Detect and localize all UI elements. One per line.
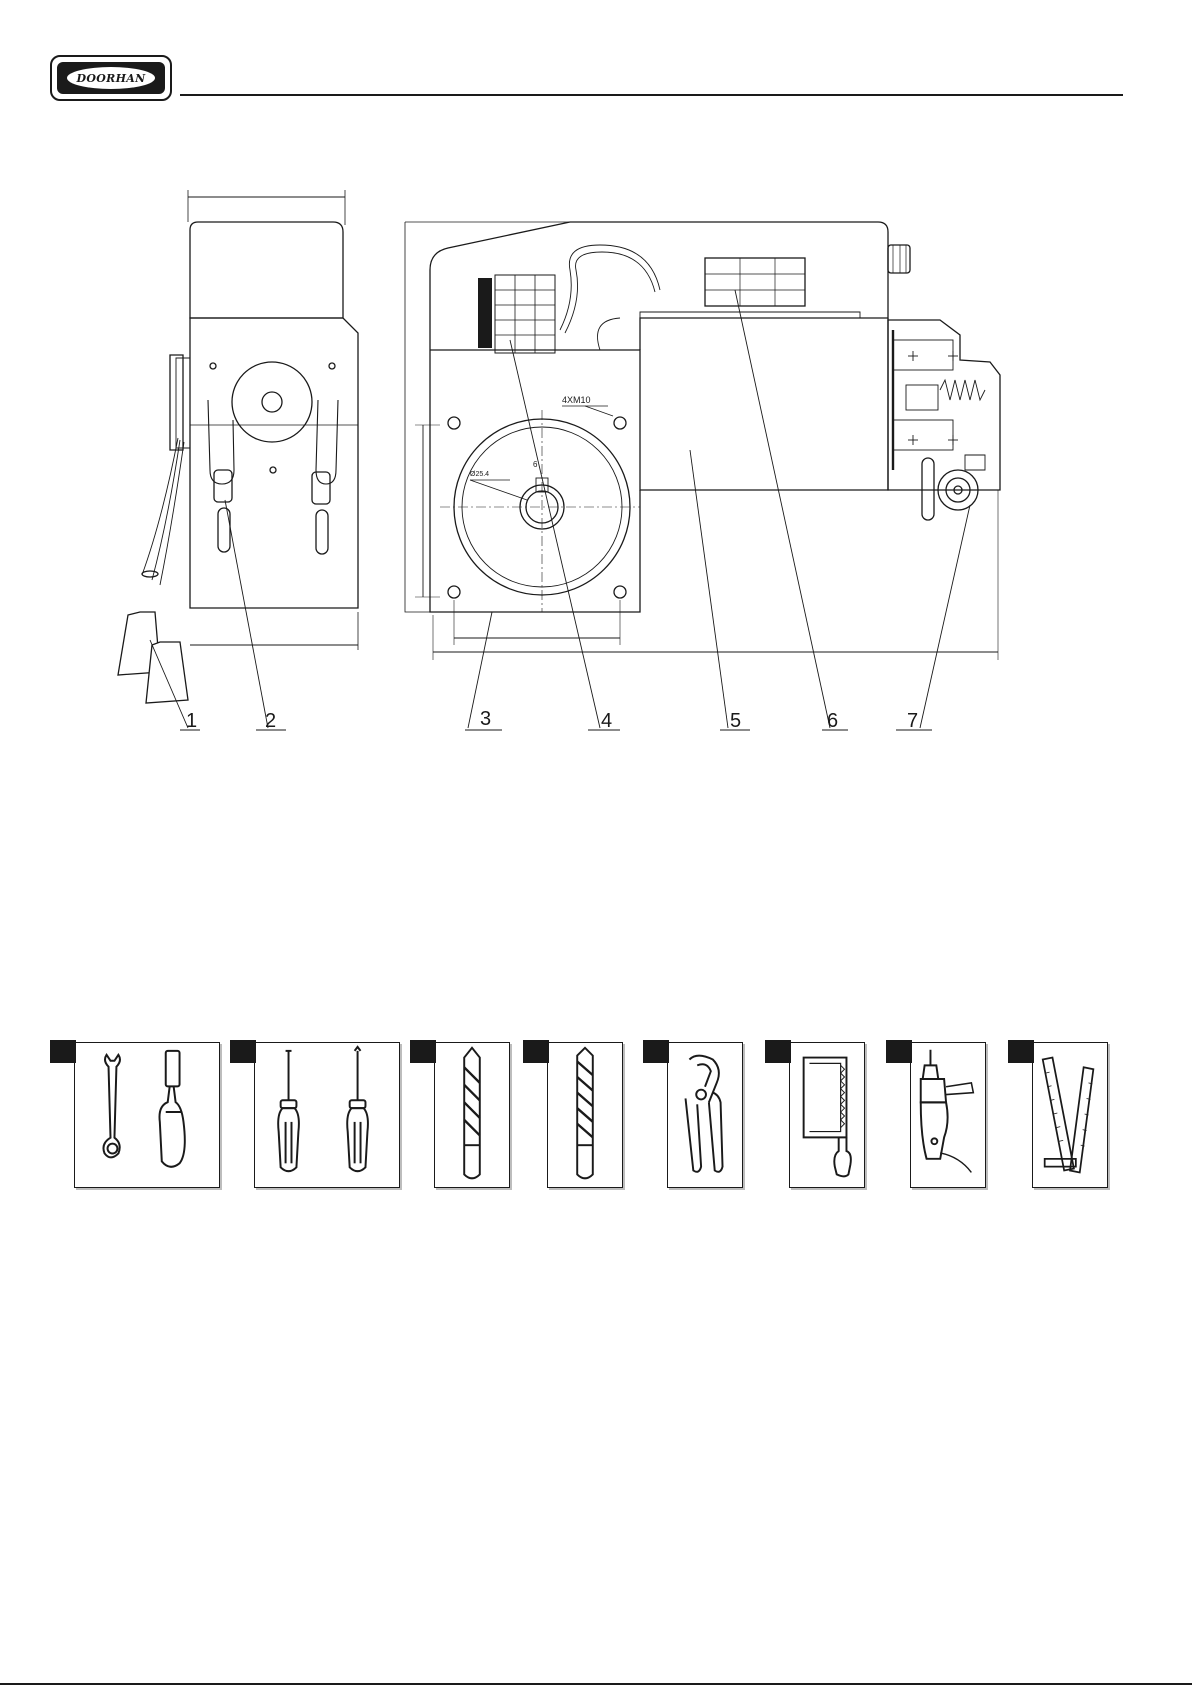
tool-frame	[910, 1042, 986, 1188]
key-dimension-label: 6	[533, 460, 538, 469]
tool-screwdrivers	[230, 1040, 400, 1188]
tool-frame	[74, 1042, 220, 1188]
pliers-icon	[668, 1043, 742, 1187]
tool-hacksaw	[765, 1040, 865, 1188]
tool-marker	[230, 1040, 256, 1063]
drawing-svg: 1 2 3 4 5 6 7 4XM10 Ø25.4 6	[0, 0, 1192, 760]
concrete-drill-bit-icon	[435, 1043, 509, 1187]
callout-1: 1	[186, 710, 197, 732]
tool-frame	[434, 1042, 510, 1188]
tool-folding-ruler	[1008, 1040, 1108, 1188]
callout-7: 7	[907, 710, 918, 732]
folding-ruler-icon	[1033, 1043, 1107, 1187]
tool-pliers	[643, 1040, 743, 1188]
power-drill-icon	[911, 1043, 985, 1187]
callout-6: 6	[827, 710, 838, 732]
tool-concrete-drill-bit	[410, 1040, 510, 1188]
tool-frame	[254, 1042, 400, 1188]
callout-3: 3	[480, 708, 491, 730]
tool-metal-drill-bit	[523, 1040, 623, 1188]
tool-frame	[789, 1042, 865, 1188]
operator-technical-drawing: 1 2 3 4 5 6 7 4XM10 Ø25.4 6	[0, 0, 1192, 760]
tool-power-drill	[886, 1040, 986, 1188]
tool-marker	[886, 1040, 912, 1063]
callout-4: 4	[601, 710, 612, 732]
metal-drill-bit-icon	[548, 1043, 622, 1187]
tool-marker	[643, 1040, 669, 1063]
tool-frame	[667, 1042, 743, 1188]
tool-wrenches	[50, 1040, 220, 1188]
screwdriver-icon	[255, 1043, 399, 1187]
tool-marker	[1008, 1040, 1034, 1063]
hacksaw-icon	[790, 1043, 864, 1187]
holes-dimension-label: 4XM10	[562, 395, 591, 405]
tool-frame	[547, 1042, 623, 1188]
tool-marker	[50, 1040, 76, 1063]
bore-dimension-label: Ø25.4	[470, 471, 489, 478]
tool-marker	[765, 1040, 791, 1063]
tool-frame	[1032, 1042, 1108, 1188]
callout-numbers: 1 2 3 4 5 6 7	[186, 708, 918, 732]
wrench-icon	[75, 1043, 219, 1187]
front-view	[405, 222, 1000, 660]
callout-leaders	[150, 290, 970, 730]
tool-marker	[410, 1040, 436, 1063]
callout-2: 2	[265, 710, 276, 732]
required-tools	[0, 1040, 1192, 1190]
callout-5: 5	[730, 710, 741, 732]
side-view	[118, 190, 358, 703]
tool-marker	[523, 1040, 549, 1063]
